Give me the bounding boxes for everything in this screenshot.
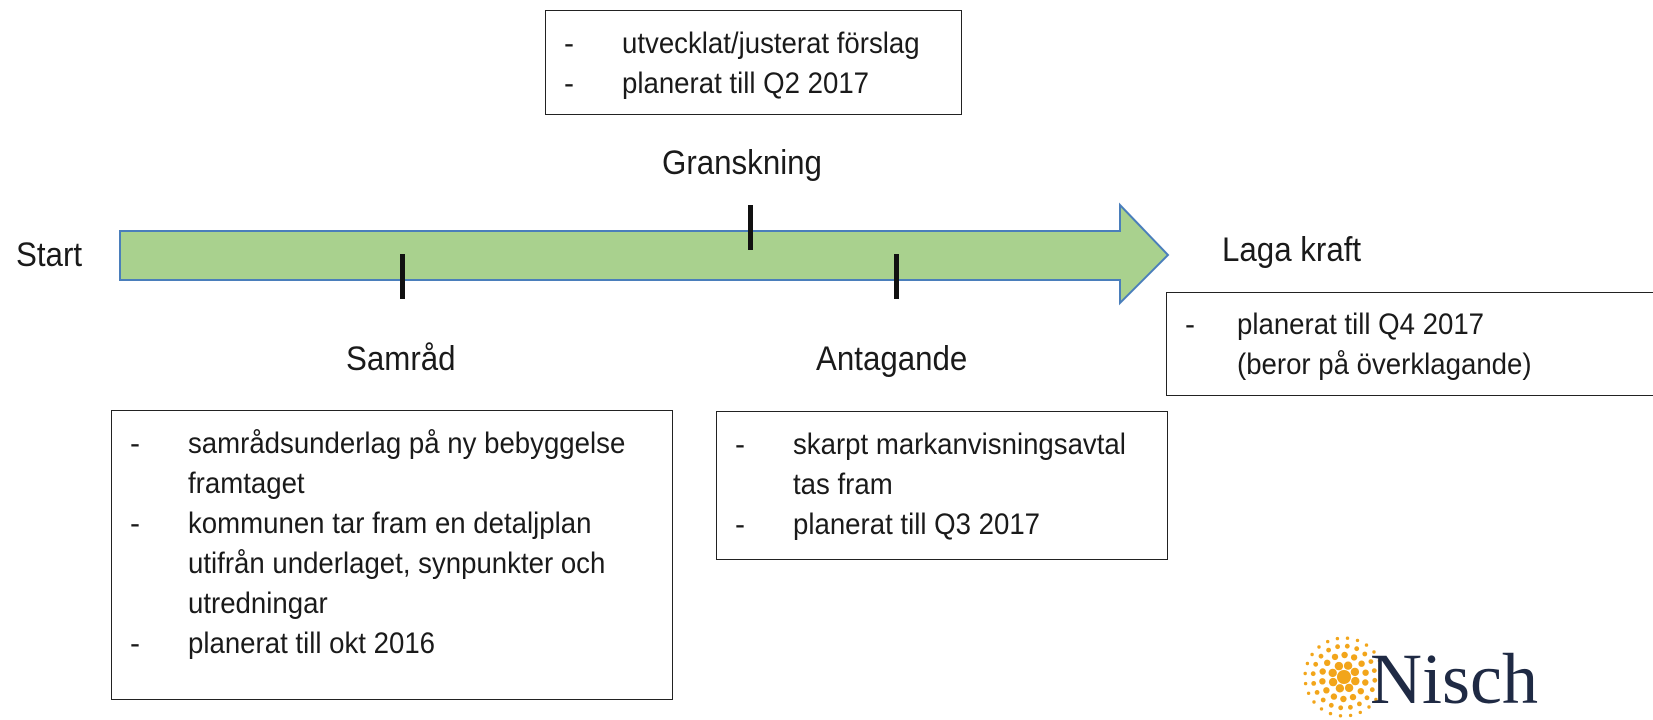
list-item-continuation: tas fram <box>793 468 893 501</box>
logo-dot <box>1371 668 1377 673</box>
laga-kraft-note-box: planerat till Q4 2017 (beror på överklag… <box>1166 292 1653 396</box>
antagande-note-box: skarpt markanvisningsavtal tas fram plan… <box>716 411 1168 560</box>
logo-dot <box>1349 693 1357 701</box>
logo-dot <box>1351 676 1360 686</box>
logo-dot <box>1345 636 1350 640</box>
logo-dot <box>1320 697 1326 703</box>
logo-dot <box>1362 651 1368 657</box>
logo-dot <box>1364 643 1369 647</box>
list-item-continuation: (beror på överklagande) <box>1237 348 1532 381</box>
logo-dot <box>1312 700 1316 704</box>
sun-dots-icon <box>1303 636 1380 718</box>
logo-dot <box>1354 646 1360 652</box>
start-label: Start <box>16 236 83 274</box>
logo-dot <box>1368 659 1374 664</box>
logo-dot <box>1305 661 1310 666</box>
logo-dot <box>1340 695 1347 703</box>
logo-dot <box>1323 687 1330 694</box>
logo-dot <box>1324 659 1331 666</box>
logo-dot <box>1310 652 1314 657</box>
logo-dot <box>1317 645 1321 649</box>
logo-dot <box>1362 669 1369 676</box>
list-item-continuation: utredningar <box>188 587 328 620</box>
logo-dot <box>1350 654 1358 661</box>
logo-dot <box>1335 636 1340 641</box>
logo-dot <box>1357 688 1364 695</box>
logo-dot <box>1328 677 1338 687</box>
logo-dot <box>1364 695 1370 701</box>
logo-dot <box>1358 710 1362 715</box>
end-label: Laga kraft <box>1222 231 1362 269</box>
logo-dot <box>1348 713 1353 718</box>
tick-samrad <box>400 254 405 299</box>
logo-dot <box>1355 638 1360 643</box>
tick-granskning <box>748 205 753 250</box>
milestone-label-granskning: Granskning <box>662 144 822 182</box>
milestone-label-antagande: Antagande <box>816 340 968 378</box>
list-item: planerat till okt 2016 <box>112 624 672 664</box>
logo-dot <box>1350 667 1360 677</box>
logo-text: Nisch <box>1370 639 1538 719</box>
logo-dot <box>1328 702 1334 708</box>
logo-dot <box>1318 653 1324 659</box>
logo-dot <box>1334 661 1344 671</box>
nisch-logo: Nisch <box>1300 625 1653 720</box>
logo-dot <box>1357 701 1362 707</box>
samrad-note-box: samrådsunderlag på ny bebyggelse framtag… <box>111 410 673 700</box>
logo-dot <box>1362 679 1369 686</box>
list-item: planerat till Q3 2017 <box>717 505 1167 545</box>
logo-dot <box>1306 691 1311 695</box>
logo-dot <box>1374 697 1378 702</box>
list-item: utvecklat/justerat förslag <box>546 24 961 64</box>
logo-dot <box>1313 661 1319 667</box>
tick-antagande <box>894 254 899 299</box>
logo-dot <box>1348 704 1353 710</box>
logo-dot <box>1330 693 1338 700</box>
list-item: kommunen tar fram en detaljplan <box>112 504 672 544</box>
logo-dot <box>1377 659 1380 663</box>
logo-dot <box>1367 705 1371 709</box>
logo-dot <box>1358 660 1365 667</box>
logo-dot <box>1372 650 1376 654</box>
logo-dot <box>1326 639 1330 644</box>
logo-dot <box>1341 651 1348 659</box>
list-item: skarpt markanvisningsavtal <box>717 425 1167 465</box>
logo-dot <box>1331 653 1339 661</box>
logo-dot <box>1328 711 1333 716</box>
granskning-note-box: utvecklat/justerat förslag planerat till… <box>545 10 962 115</box>
logo-dot <box>1311 681 1317 686</box>
logo-dot <box>1310 671 1316 677</box>
logo-dot <box>1303 671 1307 676</box>
logo-dot <box>1372 677 1378 683</box>
logo-dot <box>1343 661 1353 670</box>
list-item-continuation: framtaget <box>188 467 305 500</box>
logo-dot <box>1326 647 1331 653</box>
list-item: planerat till Q2 2017 <box>546 64 961 104</box>
logo-dot <box>1344 683 1354 693</box>
logo-dot <box>1328 668 1337 678</box>
milestone-label-samrad: Samråd <box>346 340 456 378</box>
logo-dot <box>1319 707 1324 711</box>
logo-dot <box>1303 681 1308 686</box>
logo-dot <box>1369 687 1375 693</box>
logo-dot <box>1337 670 1351 684</box>
logo-dot <box>1338 714 1343 718</box>
logo-dot <box>1319 668 1326 675</box>
logo-dot <box>1335 644 1340 650</box>
logo-dot <box>1344 643 1350 649</box>
timeline-arrow <box>119 202 1170 306</box>
logo-dot <box>1378 688 1380 693</box>
logo-dot <box>1338 705 1344 711</box>
logo-dot <box>1314 690 1320 695</box>
logo-dot <box>1335 684 1345 693</box>
list-item-continuation: utifrån underlaget, synpunkter och <box>188 547 606 580</box>
logo-dot <box>1319 678 1326 685</box>
list-item: planerat till Q4 2017 <box>1167 305 1653 345</box>
list-item: samrådsunderlag på ny bebyggelse <box>112 424 672 464</box>
